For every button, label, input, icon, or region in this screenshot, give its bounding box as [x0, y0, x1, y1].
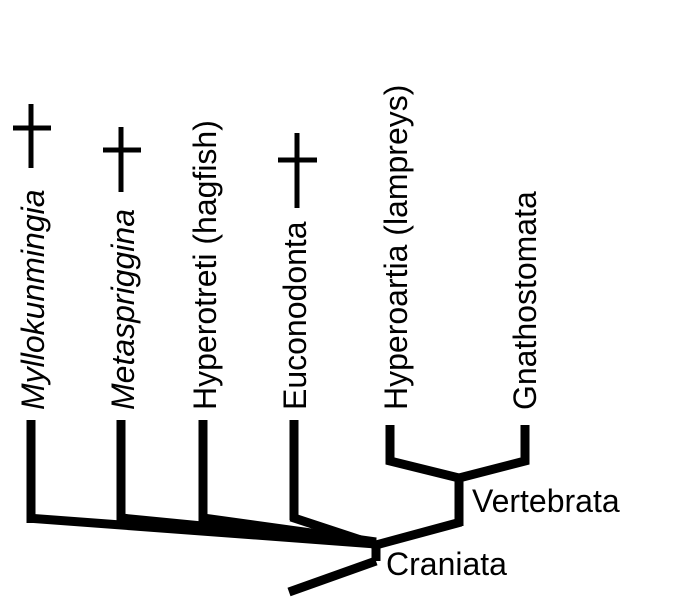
taxon-metaspriggina: Metaspriggina [103, 127, 141, 410]
branch-vertebrata-stem [374, 517, 463, 550]
dagger-icon [13, 104, 51, 168]
node-label-vertebrata: Vertebrata [472, 483, 620, 519]
taxon-gnathostomata: Gnathostomata [507, 191, 543, 410]
taxon-hyperoartia: Hyperoartia (lampreys) [378, 85, 414, 410]
branch-root [287, 556, 378, 597]
branch-euconodonta-diag [289, 512, 378, 550]
branch-gnathostomata [457, 425, 530, 483]
taxon-label-hyperoartia: Hyperoartia (lampreys) [378, 85, 414, 410]
taxon-euconodonta: Euconodonta [277, 133, 317, 410]
dagger-icon [278, 133, 317, 208]
taxon-label-euconodonta: Euconodonta [277, 221, 313, 410]
taxon-label-myllokunmingia: Myllokunmingia [15, 189, 51, 410]
taxon-label-metaspriggina: Metaspriggina [105, 209, 141, 410]
taxon-hyperotreti: Hyperotreti (hagfish) [187, 120, 223, 410]
taxon-label-gnathostomata: Gnathostomata [507, 191, 543, 410]
taxon-label-hyperotreti: Hyperotreti (hagfish) [187, 120, 223, 410]
taxon-myllokunmingia: Myllokunmingia [13, 104, 51, 410]
branch-hyperoartia [385, 425, 461, 483]
branches [26, 420, 530, 597]
dagger-icon [103, 127, 141, 192]
node-label-craniata: Craniata [386, 546, 507, 582]
